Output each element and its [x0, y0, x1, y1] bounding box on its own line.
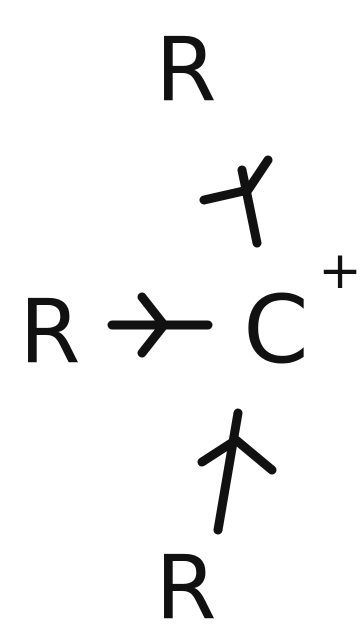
- arrow-left-to-carbon: [107, 292, 213, 358]
- arrow-bottom-to-carbon: [197, 408, 277, 535]
- positive-charge: +: [318, 241, 362, 301]
- substituent-bottom: R: [155, 536, 216, 630]
- substituent-top: R: [155, 18, 216, 121]
- arrow-top-to-carbon: [199, 155, 273, 248]
- central-carbon: C: [243, 276, 309, 385]
- substituent-left: R: [19, 280, 80, 383]
